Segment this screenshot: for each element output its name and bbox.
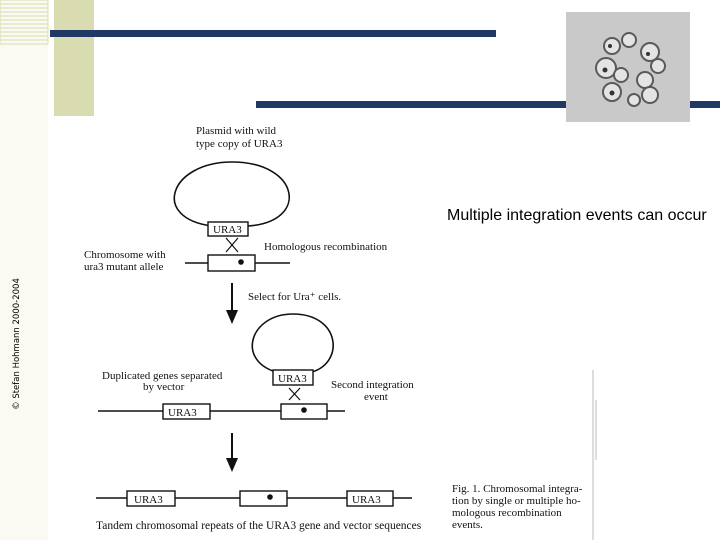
stage-1: Plasmid with wild type copy of URA3 URA3…	[84, 125, 388, 273]
mutant-dot-2	[301, 407, 307, 413]
ura3-box-5	[346, 490, 394, 507]
stage-3: URA3 URA3 Tandem chromosomal repeats of …	[96, 490, 422, 532]
second-integration-line2: event	[364, 391, 388, 403]
second-integration-line1: Second integration	[331, 379, 414, 391]
fig-caption-line-2: tion by single or multiple ho-	[452, 495, 581, 507]
select-label: Select for Ura⁺ cells.	[248, 291, 341, 303]
duplicated-label-line1: Duplicated genes separated	[102, 370, 223, 382]
yeast-photo	[566, 12, 690, 122]
crossover-mark-2	[288, 387, 301, 401]
ura3-box-4	[126, 490, 176, 507]
fig-caption-line-4: events.	[452, 519, 483, 531]
plasmid-loop-2	[251, 313, 334, 373]
ura3-box-1	[207, 221, 249, 237]
fig-caption-line-1: Fig. 1. Chromosomal integra-	[452, 483, 583, 495]
ura3-box-3	[162, 403, 211, 420]
scan-edge-marks	[592, 370, 597, 540]
fig-caption-line-3: mologous recombination	[452, 507, 562, 519]
left-stripe-column	[0, 0, 49, 540]
ura3-label-3: URA3	[168, 407, 197, 419]
plasmid-label-line1: Plasmid with wild	[196, 125, 277, 137]
ura3-label-1: URA3	[213, 224, 242, 236]
navy-bar-top	[50, 30, 496, 37]
navy-bar-mid	[256, 101, 720, 108]
duplicated-label-line2: by vector	[143, 381, 185, 393]
olive-block	[54, 0, 94, 116]
homologous-recombination-label: Homologous recombination	[264, 241, 388, 253]
ura3-label-2: URA3	[278, 373, 307, 385]
ura3-label-4: URA3	[134, 494, 163, 506]
ura3-label-5: URA3	[352, 494, 381, 506]
chromosome-label-line1: Chromosome with	[84, 249, 166, 261]
crossover-mark-1	[225, 237, 239, 253]
figure-caption: Fig. 1. Chromosomal integra- tion by sin…	[452, 483, 583, 531]
ura3-box-2	[272, 369, 314, 386]
mutant-dot-3	[267, 494, 273, 500]
mutant-box-3	[239, 490, 288, 507]
stage-2: URA3 Second integration event Duplicated…	[98, 313, 414, 420]
plasmid-label-line2: type copy of URA3	[196, 138, 283, 150]
copyright-notice: © Stefan Hohmann 2000-2004	[12, 278, 22, 410]
mutant-allele-box	[207, 254, 256, 272]
chromosome-label-line2: ura3 mutant allele	[84, 261, 164, 273]
slide-title-text: Multiple integration events can occur	[447, 207, 707, 224]
mutant-allele-dot	[238, 259, 244, 265]
plasmid-loop-1	[173, 161, 290, 227]
tandem-caption: Tandem chromosomal repeats of the URA3 g…	[96, 520, 422, 532]
arrow-2	[226, 433, 238, 472]
arrow-1: Select for Ura⁺ cells.	[226, 283, 341, 324]
